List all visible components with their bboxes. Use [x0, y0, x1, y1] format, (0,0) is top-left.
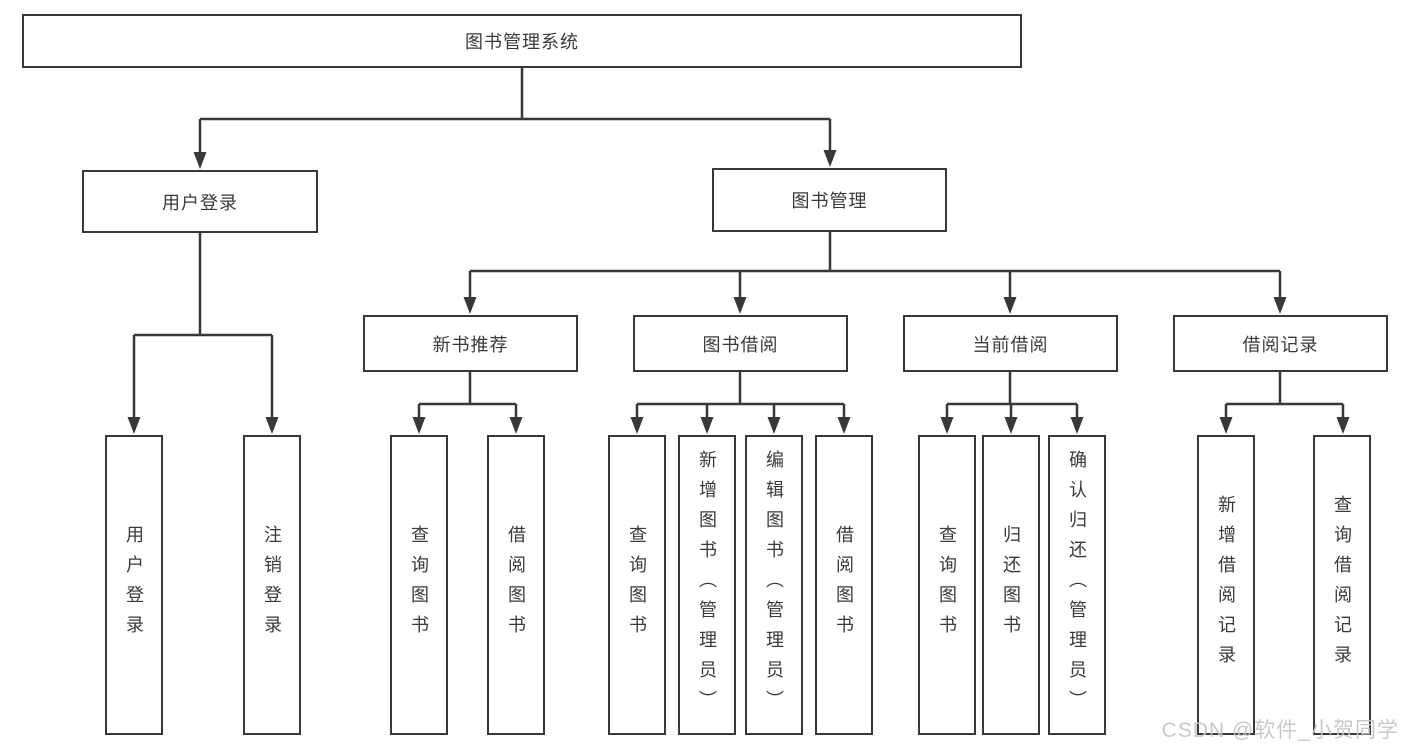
leaf-query-books-current: 查询图书	[918, 435, 976, 735]
leaf-confirm-return-admin: 确认归还（管理员）	[1048, 435, 1106, 735]
edge-borrow-records-to-children	[1219, 372, 1350, 434]
arrowhead	[265, 417, 279, 434]
leaf-query-books-recommend: 查询图书	[390, 435, 448, 735]
arrowhead	[193, 152, 207, 169]
node-label: 注销登录	[262, 525, 282, 645]
arrowhead	[127, 417, 141, 434]
node-label: 确认归还（管理员）	[1067, 450, 1087, 720]
node-borrow-records: 借阅记录	[1173, 315, 1388, 372]
arrowhead	[509, 417, 523, 434]
arrowhead	[412, 417, 426, 434]
arrowhead	[1273, 297, 1287, 314]
node-label: 归还图书	[1001, 525, 1021, 645]
arrowhead	[1219, 417, 1233, 434]
node-current-borrow: 当前借阅	[903, 315, 1118, 372]
arrowhead	[630, 417, 644, 434]
node-label: 查询借阅记录	[1332, 495, 1352, 675]
leaf-borrow-books-recommend: 借阅图书	[487, 435, 545, 735]
arrowhead	[700, 417, 714, 434]
arrowhead	[1003, 297, 1017, 314]
edge-root-to-children	[193, 68, 837, 169]
node-library-system: 图书管理系统	[22, 14, 1022, 68]
node-label: 新增图书（管理员）	[697, 450, 717, 720]
node-book-borrow: 图书借阅	[633, 315, 848, 372]
leaf-borrow-books: 借阅图书	[815, 435, 873, 735]
arrowhead	[823, 150, 837, 167]
node-label: 当前借阅	[972, 334, 1049, 355]
leaf-logout: 注销登录	[243, 435, 301, 735]
leaf-add-borrow-record: 新增借阅记录	[1197, 435, 1255, 735]
node-label: 查询图书	[409, 525, 429, 645]
leaf-query-borrow-record: 查询借阅记录	[1313, 435, 1371, 735]
node-label: 借阅记录	[1242, 334, 1319, 355]
leaf-add-books-admin: 新增图书（管理员）	[678, 435, 736, 735]
edge-new-books-to-children	[412, 372, 523, 434]
arrowhead	[940, 417, 954, 434]
node-label: 查询图书	[937, 525, 957, 645]
node-user-login: 用户登录	[82, 170, 318, 233]
node-label: 查询图书	[627, 525, 647, 645]
node-label: 新增借阅记录	[1216, 495, 1236, 675]
node-label: 用户登录	[162, 192, 238, 213]
edge-book-mgmt-to-children	[463, 232, 1287, 314]
arrowhead	[733, 297, 747, 314]
leaf-return-books: 归还图书	[982, 435, 1040, 735]
node-label: 编辑图书（管理员）	[764, 450, 784, 720]
leaf-user-login: 用户登录	[105, 435, 163, 735]
node-book-management: 图书管理	[712, 168, 947, 232]
arrowhead	[1336, 417, 1350, 434]
node-label: 图书借阅	[702, 334, 779, 355]
node-label: 借阅图书	[506, 525, 526, 645]
leaf-edit-books-admin: 编辑图书（管理员）	[745, 435, 803, 735]
arrowhead	[463, 297, 477, 314]
arrowhead	[1070, 417, 1084, 434]
node-label: 借阅图书	[834, 525, 854, 645]
edge-current-borrow-to-children	[940, 372, 1084, 434]
arrowhead	[1004, 417, 1018, 434]
edge-book-borrow-to-children	[630, 372, 851, 434]
node-label: 新书推荐	[432, 334, 509, 355]
arrowhead	[767, 417, 781, 434]
leaf-query-books-borrow: 查询图书	[608, 435, 666, 735]
arrowhead	[837, 417, 851, 434]
edge-user-login-to-children	[127, 233, 279, 434]
node-new-book-recommend: 新书推荐	[363, 315, 578, 372]
node-label: 图书管理系统	[465, 32, 579, 52]
node-label: 图书管理	[791, 191, 868, 211]
node-label: 用户登录	[124, 525, 144, 645]
